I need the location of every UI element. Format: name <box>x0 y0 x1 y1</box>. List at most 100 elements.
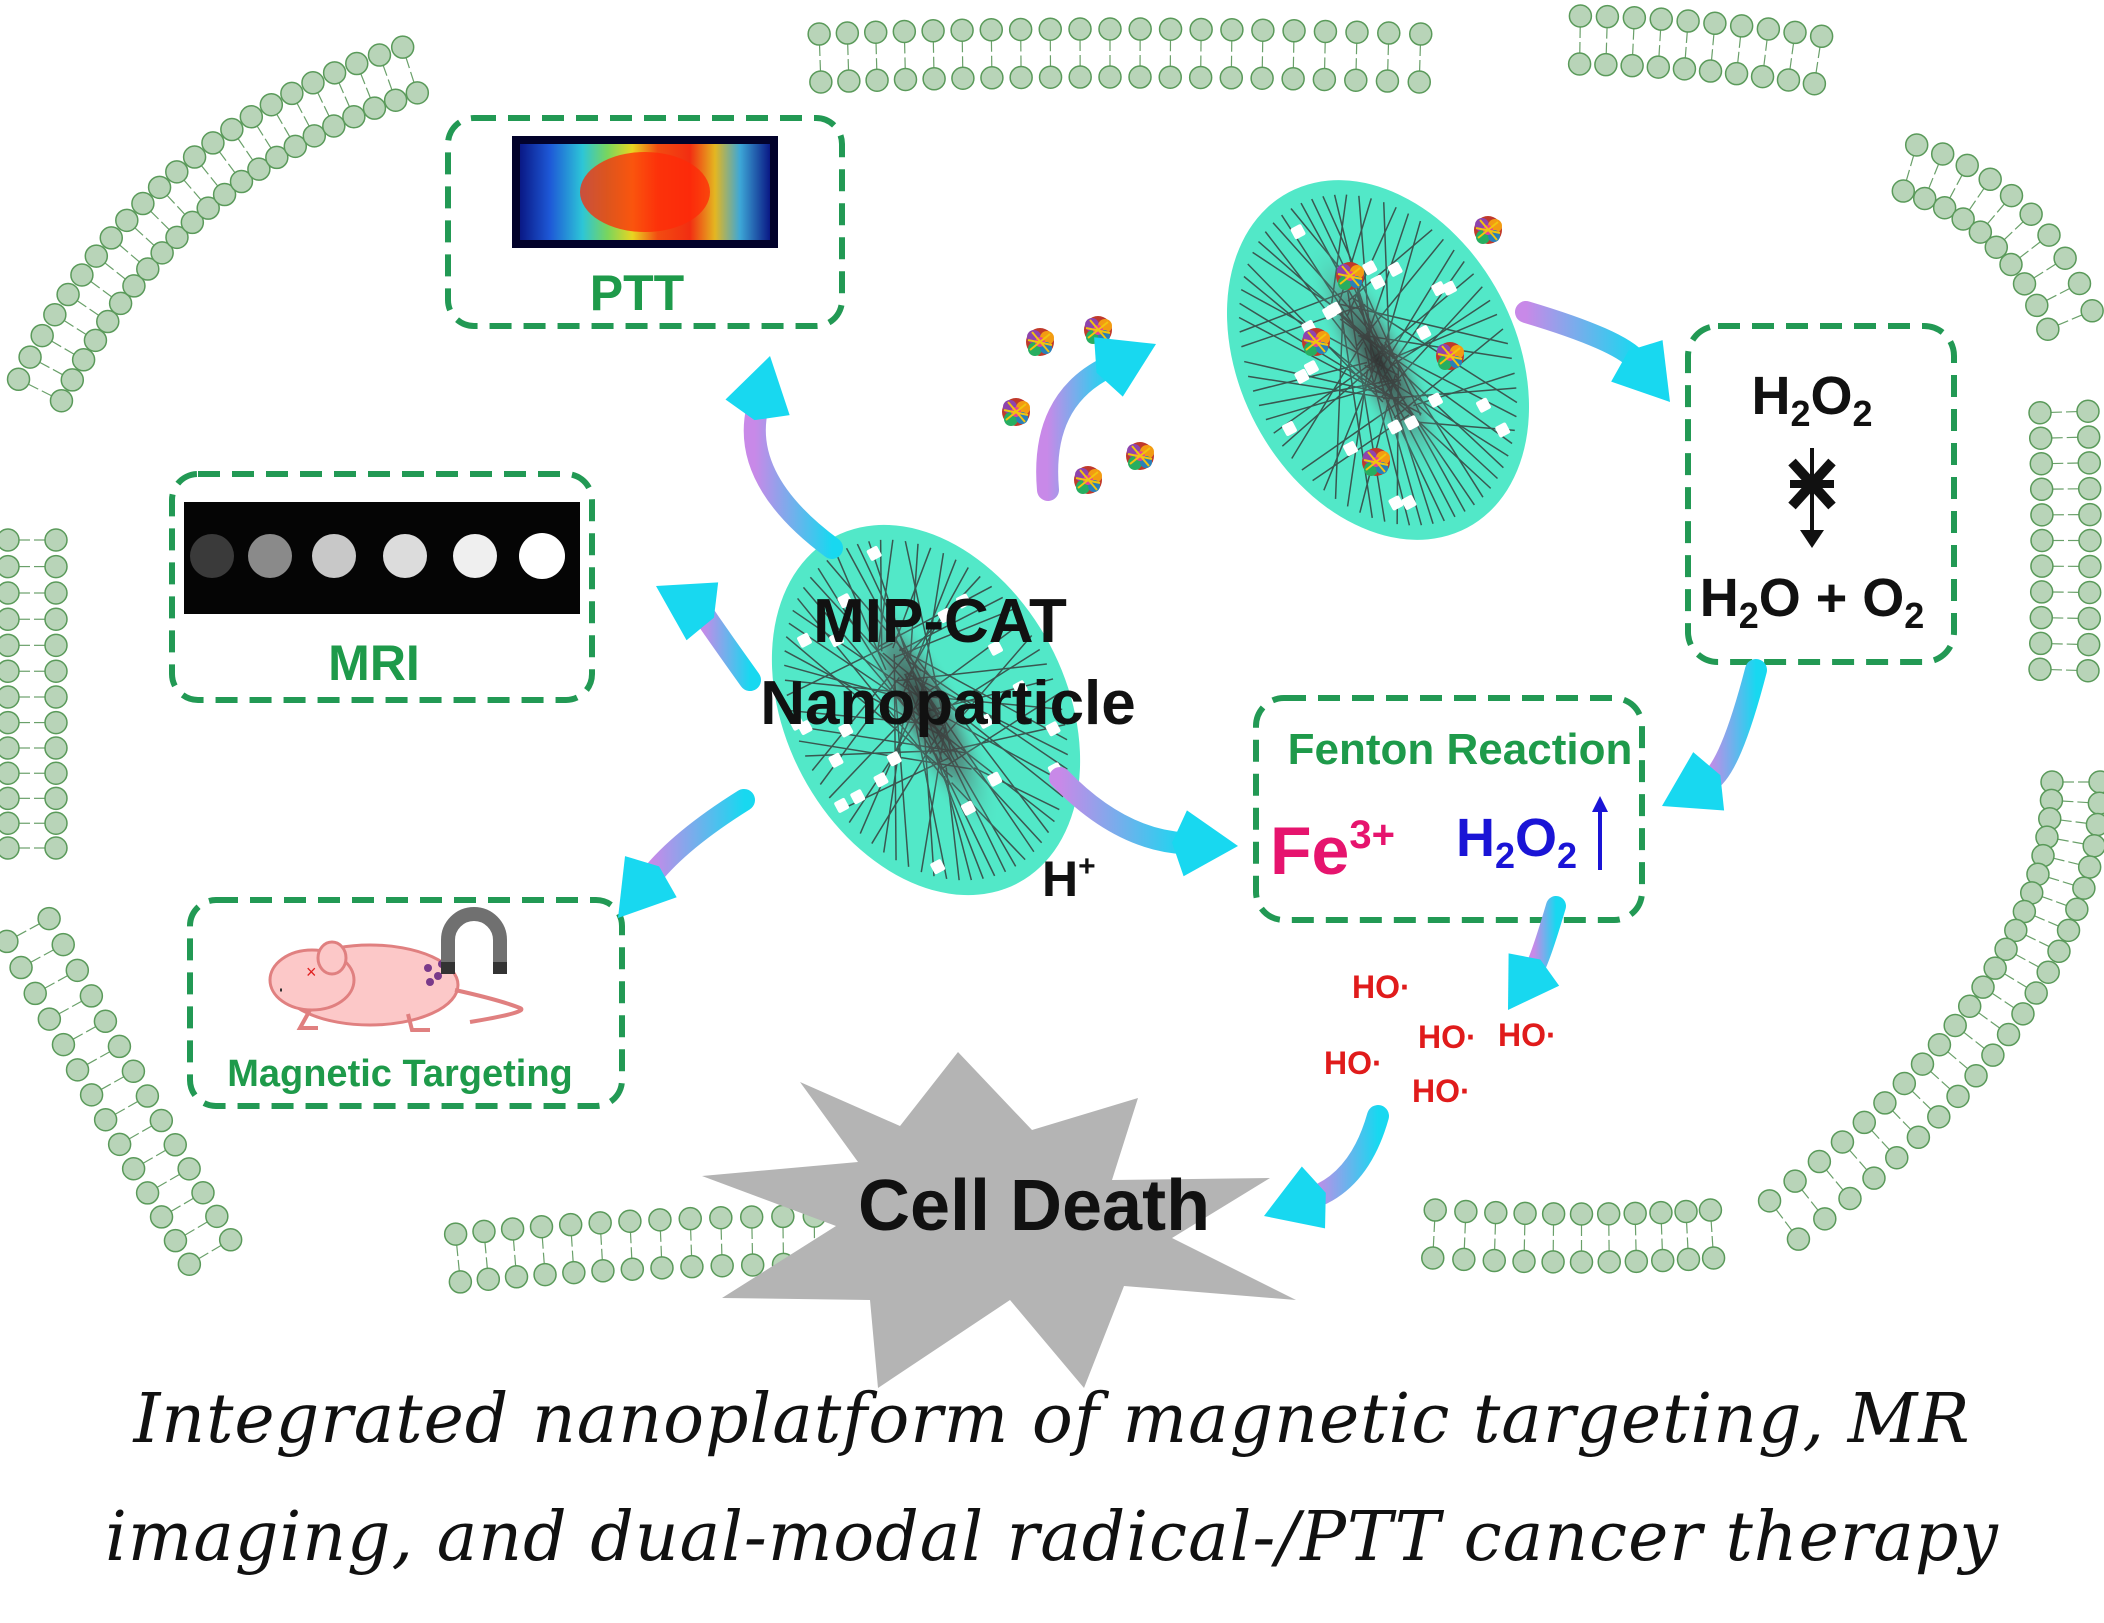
lipid-head <box>1068 65 1092 89</box>
lipid-head <box>1951 207 1975 231</box>
lipid-head <box>121 1059 146 1084</box>
lipid-head <box>218 1228 243 1252</box>
lipid-head <box>533 1262 557 1287</box>
lipid-head <box>121 1156 146 1181</box>
lipid-head <box>443 1222 468 1246</box>
cell-membrane <box>0 4 2104 1294</box>
process-arrow <box>618 789 755 918</box>
lipid-head <box>135 1084 160 1108</box>
mip-cat-nanoparticle <box>771 524 1081 896</box>
lipid-head <box>0 710 20 735</box>
lipid-head <box>1098 65 1122 89</box>
lipid-head <box>1943 1013 1967 1038</box>
lipid-head <box>1596 1202 1621 1226</box>
lipid-head <box>1649 1200 1673 1225</box>
lipid-head <box>1729 14 1754 38</box>
hydroxyl-radicals: HO· HO· HO· HO· HO· <box>1324 969 1557 1109</box>
lipid-head <box>1568 4 1593 28</box>
lipid-head <box>70 263 94 287</box>
lipid-head <box>149 1108 174 1133</box>
lipid-head <box>951 66 975 90</box>
lipid-head <box>1674 1199 1698 1224</box>
lipid-head <box>1776 68 1801 92</box>
lipid-head <box>837 69 861 93</box>
lipid-head <box>1946 1084 1970 1109</box>
lipid-head <box>18 345 42 369</box>
lipid-head <box>1813 1207 1837 1231</box>
fenton-h2o2-label: H2O2 <box>1456 808 1577 876</box>
lipid-head <box>618 1209 642 1233</box>
lipid-head <box>1981 1043 2005 1067</box>
lipid-head <box>678 1206 702 1231</box>
lipid-head <box>301 71 325 95</box>
lipid-head <box>588 1211 612 1235</box>
lipid-head <box>710 1253 734 1278</box>
lipid-head <box>980 66 1004 90</box>
lipid-head <box>1932 195 1957 220</box>
lipid-head <box>1646 55 1671 79</box>
lipid-head <box>1623 1201 1647 1226</box>
fenton-title: Fenton Reaction <box>1288 725 1633 774</box>
lipid-head <box>2076 425 2101 449</box>
lipid-head <box>1971 975 1995 999</box>
lipid-head <box>163 1133 187 1157</box>
lipid-head <box>1421 1246 1445 1270</box>
lipid-head <box>0 929 19 954</box>
lipid-head <box>302 124 327 148</box>
lipid-head <box>2088 770 2104 794</box>
lipid-head <box>1892 1071 1917 1096</box>
lipid-head <box>1158 17 1183 41</box>
lipid-head <box>0 685 20 709</box>
lipid-head <box>1994 937 2018 961</box>
lipid-head <box>0 736 20 760</box>
lipid-head <box>259 92 284 117</box>
lipid-head <box>1724 61 1749 86</box>
fe3-label: Fe3+ <box>1270 813 1395 889</box>
lipid-head <box>1964 1064 1988 1088</box>
lipid-head <box>558 1212 583 1237</box>
lipid-head <box>79 984 104 1008</box>
lipid-head <box>504 1265 529 1289</box>
lipid-head <box>1786 1227 1811 1251</box>
lipid-head <box>1912 186 1937 211</box>
lipid-head <box>229 169 254 194</box>
lipid-head <box>180 210 205 235</box>
proton-label: H+ <box>1042 850 1096 907</box>
lipid-head <box>1068 17 1092 41</box>
lipid-head <box>265 145 289 170</box>
nanoparticle-label-line1: MIP-CAT <box>813 587 1067 656</box>
lipid-head <box>2056 918 2081 943</box>
lipid-head <box>0 836 20 860</box>
lipid-head <box>1098 17 1122 41</box>
lipid-head <box>23 981 47 1006</box>
lipid-head <box>37 1007 62 1031</box>
lipid-head <box>950 18 974 43</box>
lipid-head <box>1219 66 1244 90</box>
lipid-head <box>1885 1145 1909 1170</box>
lipid-head <box>1188 65 1213 90</box>
lipid-head <box>44 554 68 579</box>
lipid-head <box>2019 202 2043 226</box>
lipid-head <box>2025 293 2049 318</box>
catalase-h2o2-label: H2O2 <box>1751 366 1872 434</box>
lipid-head <box>2080 299 2104 323</box>
water-oxygen-label: H2O + O2 <box>1700 568 1925 636</box>
lipid-head <box>921 19 945 43</box>
lipid-head <box>1344 68 1368 92</box>
lipid-head <box>345 51 369 76</box>
lipid-head <box>2077 476 2102 501</box>
lipid-head <box>1128 17 1152 41</box>
lipid-head <box>1701 1246 1726 1270</box>
lipid-head <box>1927 1032 1952 1057</box>
lipid-head <box>280 81 304 106</box>
lipid-head <box>1622 5 1647 30</box>
lipid-head <box>56 282 80 307</box>
lipid-head <box>212 182 237 207</box>
lipid-head <box>150 241 174 265</box>
lipid-head <box>1512 1249 1536 1274</box>
lipid-head <box>390 35 415 59</box>
lipid-head <box>2067 271 2092 296</box>
lipid-head <box>44 528 68 552</box>
lipid-head <box>2047 939 2071 964</box>
